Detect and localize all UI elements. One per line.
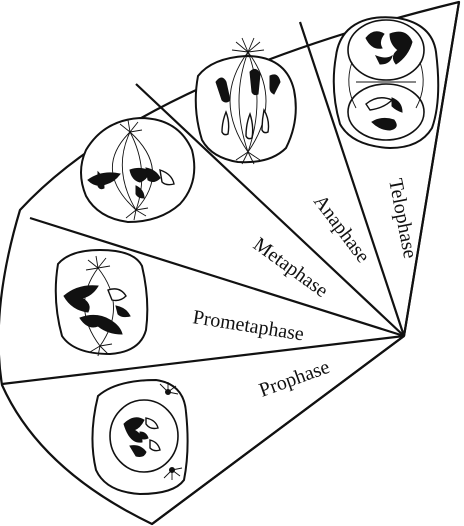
anaphase-cell (196, 38, 296, 164)
prometaphase-cell (56, 250, 148, 356)
metaphase-cell (81, 118, 194, 222)
divider-prophase-outer (152, 336, 404, 524)
label-prometaphase: Prometaphase (191, 306, 305, 345)
label-prophase: Prophase (256, 356, 333, 402)
label-telophase: Telophase (384, 177, 421, 261)
divider-prometaphase-prophase (2, 336, 404, 384)
aster-top (232, 38, 264, 52)
prophase-cell (92, 380, 187, 494)
telophase-cell (334, 17, 439, 148)
